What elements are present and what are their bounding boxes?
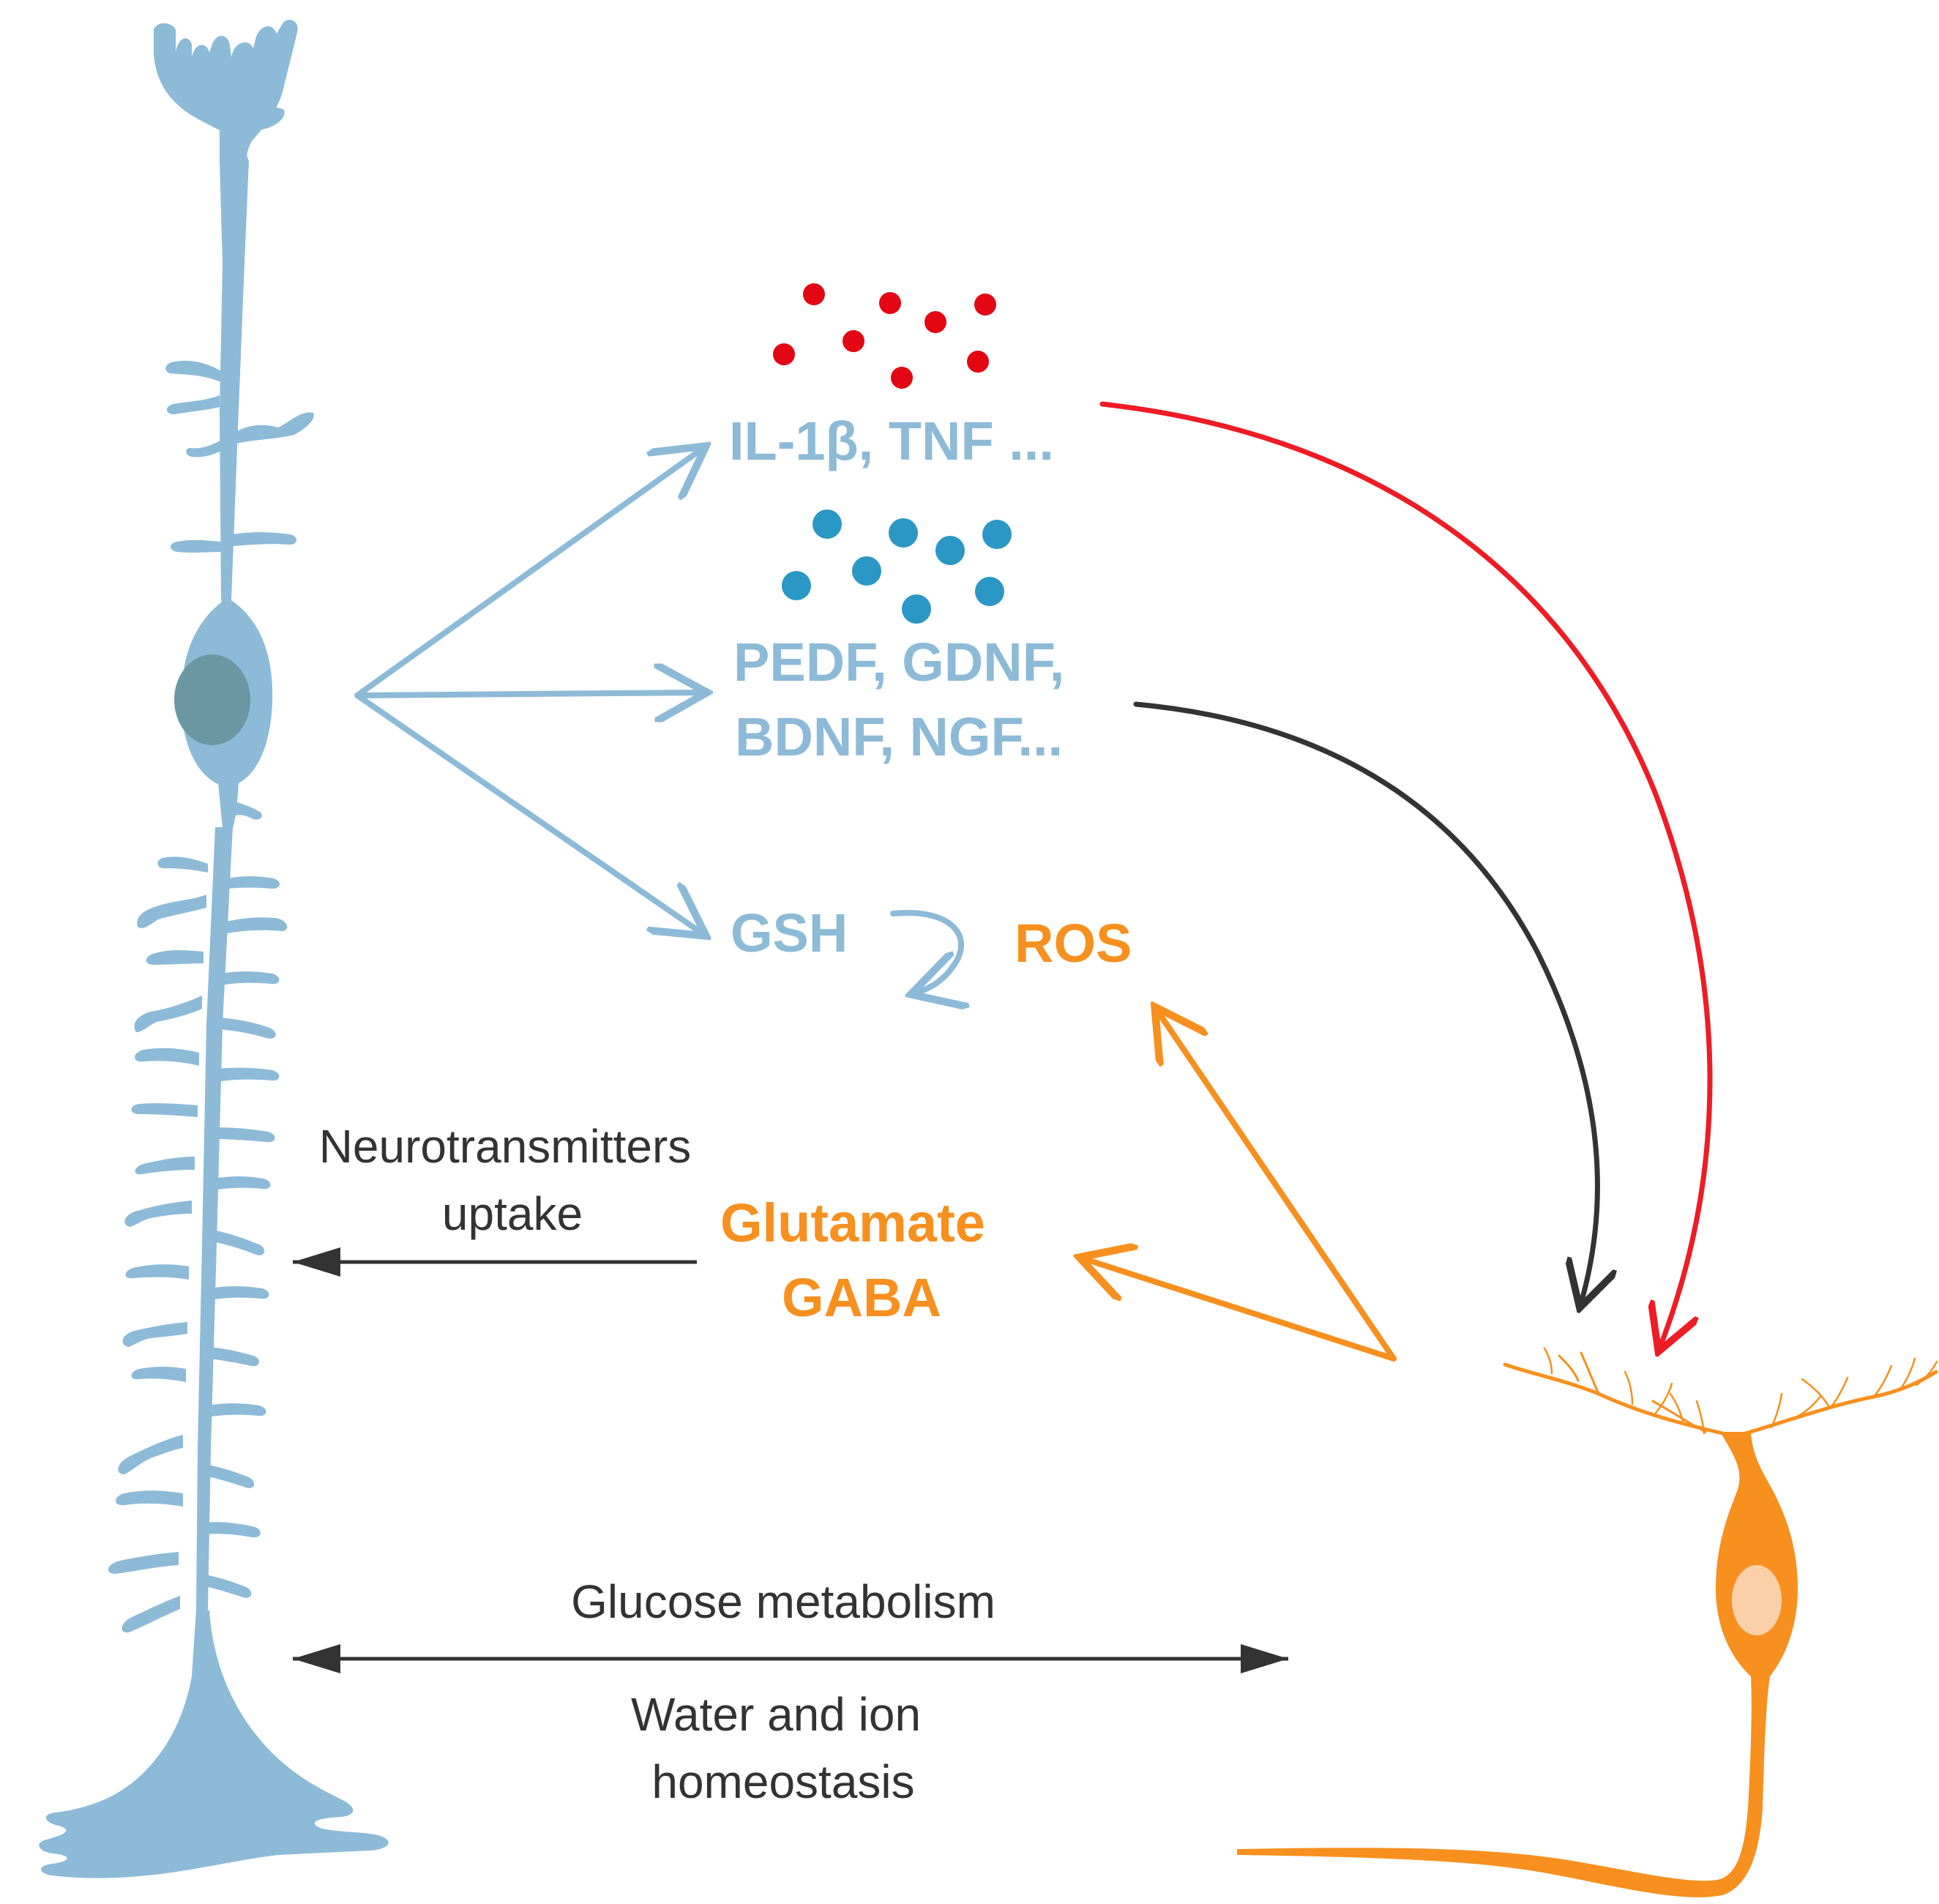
neurotransmitters-label-line1: Neurotransmitters — [319, 1120, 692, 1173]
cytokines-to-neuron-arrow — [1099, 401, 1713, 1347]
factors-label-line1: PEDF, GDNF, — [733, 632, 1064, 692]
arrow-to-factors — [354, 692, 701, 695]
water-label-line1: Water and ion — [631, 1688, 921, 1741]
muller-glia-cell-icon — [39, 20, 389, 1878]
water-label-line2: homeostasis — [651, 1755, 914, 1808]
glutamate-label: Glutamate — [720, 1192, 985, 1253]
glucose-label: Glucose metabolism — [571, 1575, 995, 1628]
arrow-to-cytokines — [354, 449, 701, 698]
secretion-arrows — [354, 449, 961, 993]
muller-nucleus — [174, 654, 250, 745]
factors-label-line2: BDNF, NGF... — [735, 706, 1063, 767]
arrow-to-glutamate — [1085, 1259, 1397, 1362]
retinal-neuron-icon — [1237, 1347, 1938, 1897]
ros-label: ROS — [1015, 913, 1132, 974]
neurotrophic-factor-dots — [782, 509, 1012, 624]
arrow-to-ros — [1158, 1012, 1397, 1362]
neuron-release-arrows — [1085, 1012, 1397, 1362]
factors-to-neuron-arrow — [1133, 701, 1597, 1303]
arrow-to-gsh — [354, 692, 701, 933]
cytokines-label: IL-1β, TNF ... — [729, 411, 1054, 471]
gsh-to-ros-arrow — [890, 910, 961, 993]
neuron-nucleus — [1732, 1565, 1782, 1635]
neurotransmitters-label-line2: uptake — [442, 1187, 583, 1240]
gsh-label: GSH — [731, 903, 848, 963]
cytokine-dots — [773, 283, 996, 389]
gaba-label: GABA — [782, 1267, 941, 1328]
